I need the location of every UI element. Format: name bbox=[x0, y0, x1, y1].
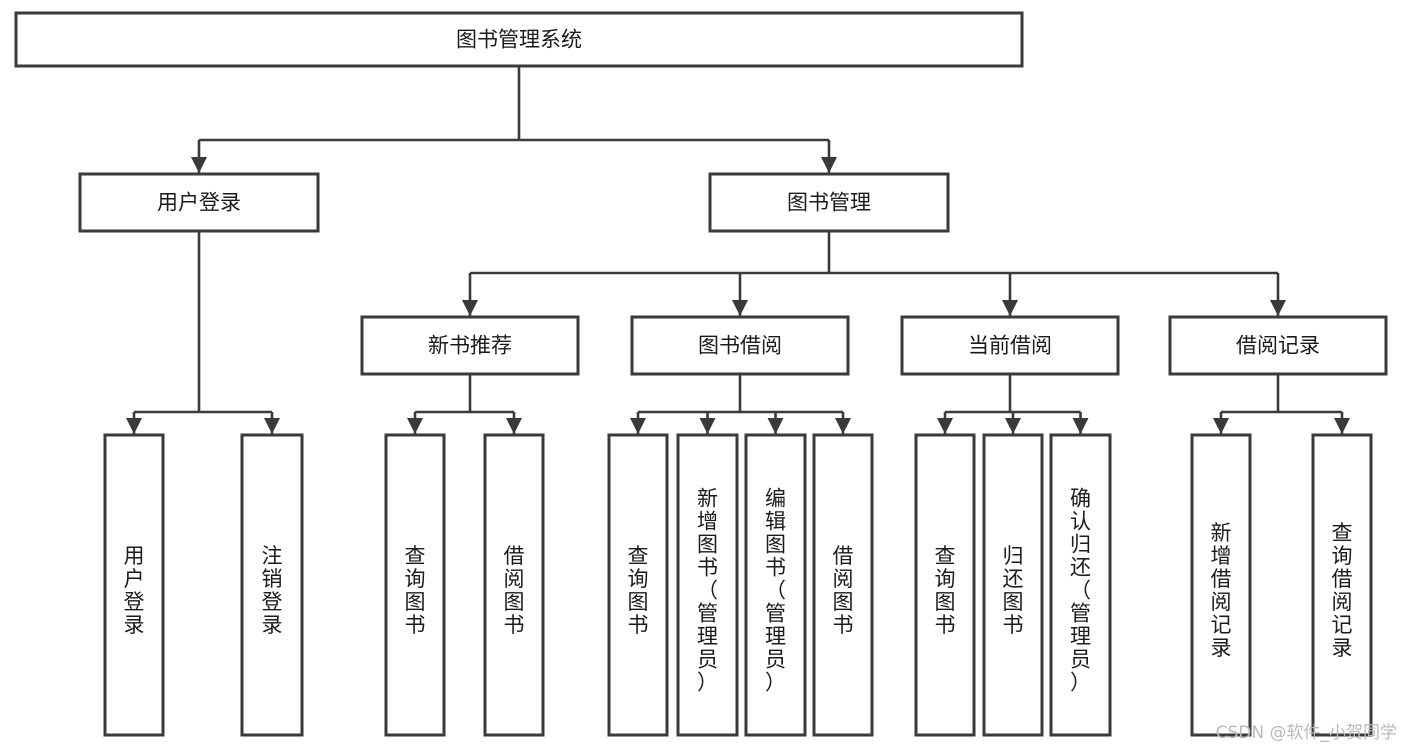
node-label: 确认归还（管理员） bbox=[1070, 486, 1091, 694]
arrow-head-icon bbox=[732, 300, 748, 316]
tree-node[interactable]: 编辑图书（管理员） bbox=[744, 433, 807, 737]
tree-node[interactable]: 新书推荐 bbox=[360, 315, 580, 376]
node-box[interactable] bbox=[676, 433, 739, 737]
tree-node[interactable]: 当前借阅 bbox=[900, 315, 1120, 376]
arrow-head-icon bbox=[1334, 418, 1350, 434]
node-box[interactable] bbox=[78, 172, 320, 233]
node-boxes-group: 图书管理系统用户登录图书管理用户登录注销登录新书推荐查询图书借阅图书图书借阅查询… bbox=[14, 11, 1388, 737]
tree-node[interactable]: 归还图书 bbox=[982, 433, 1044, 737]
tree-node[interactable]: 查询图书 bbox=[914, 433, 976, 737]
node-box[interactable] bbox=[240, 433, 304, 737]
node-box[interactable] bbox=[744, 433, 807, 737]
node-box[interactable] bbox=[812, 433, 874, 737]
node-box[interactable] bbox=[607, 433, 669, 737]
arrow-head-icon bbox=[264, 418, 280, 434]
node-label: 查询图书 bbox=[935, 544, 956, 637]
node-label: 图书管理系统 bbox=[456, 28, 582, 52]
node-label: 借阅图书 bbox=[833, 544, 854, 637]
node-label: 编辑图书（管理员） bbox=[765, 486, 786, 694]
node-label: 借阅记录 bbox=[1236, 334, 1320, 358]
csdn-watermark: CSDN @软件_小贺同学 bbox=[1215, 723, 1397, 743]
node-label: 新增图书（管理员） bbox=[697, 486, 718, 694]
node-label: 图书管理 bbox=[787, 191, 871, 215]
node-label: 新增借阅记录 bbox=[1211, 521, 1232, 660]
tree-node[interactable]: 注销登录 bbox=[240, 433, 304, 737]
arrow-head-icon bbox=[462, 300, 478, 316]
node-label: 借阅图书 bbox=[504, 544, 525, 637]
arrow-head-icon bbox=[767, 418, 784, 434]
node-box[interactable] bbox=[1311, 433, 1373, 737]
arrow-head-icon bbox=[821, 157, 837, 173]
arrow-head-icon bbox=[699, 418, 716, 434]
node-label: 查询借阅记录 bbox=[1332, 521, 1353, 660]
node-label: 当前借阅 bbox=[968, 334, 1052, 358]
arrow-head-icon bbox=[407, 418, 423, 434]
node-box[interactable] bbox=[630, 315, 850, 376]
tree-node[interactable]: 借阅图书 bbox=[483, 433, 545, 737]
arrow-head-icon bbox=[630, 418, 646, 434]
node-label: 用户登录 bbox=[157, 191, 241, 215]
node-label: 注销登录 bbox=[262, 544, 283, 637]
arrow-head-icon bbox=[1213, 418, 1229, 434]
tree-node[interactable]: 查询图书 bbox=[384, 433, 446, 737]
tree-node[interactable]: 用户登录 bbox=[103, 433, 165, 737]
node-box[interactable] bbox=[708, 172, 950, 233]
arrow-head-icon bbox=[1072, 418, 1089, 434]
tree-node[interactable]: 查询借阅记录 bbox=[1311, 433, 1373, 737]
node-label: 归还图书 bbox=[1003, 544, 1024, 637]
tree-node[interactable]: 借阅图书 bbox=[812, 433, 874, 737]
tree-node[interactable]: 用户登录 bbox=[78, 172, 320, 233]
node-box[interactable] bbox=[14, 11, 1024, 68]
arrow-head-icon bbox=[506, 418, 522, 434]
node-box[interactable] bbox=[360, 315, 580, 376]
node-box[interactable] bbox=[483, 433, 545, 737]
connector-lines-group bbox=[126, 66, 1350, 434]
tree-node[interactable]: 借阅记录 bbox=[1168, 315, 1388, 376]
tree-node[interactable]: 图书借阅 bbox=[630, 315, 850, 376]
arrow-head-icon bbox=[1002, 300, 1018, 316]
node-box[interactable] bbox=[900, 315, 1120, 376]
node-box[interactable] bbox=[1049, 433, 1112, 737]
tree-node[interactable]: 查询图书 bbox=[607, 433, 669, 737]
node-box[interactable] bbox=[1190, 433, 1252, 737]
arrow-head-icon bbox=[835, 418, 851, 434]
tree-node[interactable]: 新增借阅记录 bbox=[1190, 433, 1252, 737]
tree-node[interactable]: 图书管理系统 bbox=[14, 11, 1024, 68]
arrow-head-icon bbox=[1270, 300, 1286, 316]
arrow-head-icon bbox=[1005, 418, 1021, 434]
node-label: 图书借阅 bbox=[698, 334, 782, 358]
tree-node[interactable]: 新增图书（管理员） bbox=[676, 433, 739, 737]
arrow-head-icon bbox=[126, 418, 142, 434]
node-label: 用户登录 bbox=[124, 544, 145, 637]
node-box[interactable] bbox=[1168, 315, 1388, 376]
arrow-head-icon bbox=[191, 157, 207, 173]
node-label: 新书推荐 bbox=[428, 334, 512, 358]
node-box[interactable] bbox=[982, 433, 1044, 737]
node-box[interactable] bbox=[914, 433, 976, 737]
node-label: 查询图书 bbox=[628, 544, 649, 637]
node-label: 查询图书 bbox=[405, 544, 426, 637]
tree-node[interactable]: 确认归还（管理员） bbox=[1049, 433, 1112, 737]
node-box[interactable] bbox=[384, 433, 446, 737]
node-box[interactable] bbox=[103, 433, 165, 737]
arrow-head-icon bbox=[937, 418, 953, 434]
tree-node[interactable]: 图书管理 bbox=[708, 172, 950, 233]
